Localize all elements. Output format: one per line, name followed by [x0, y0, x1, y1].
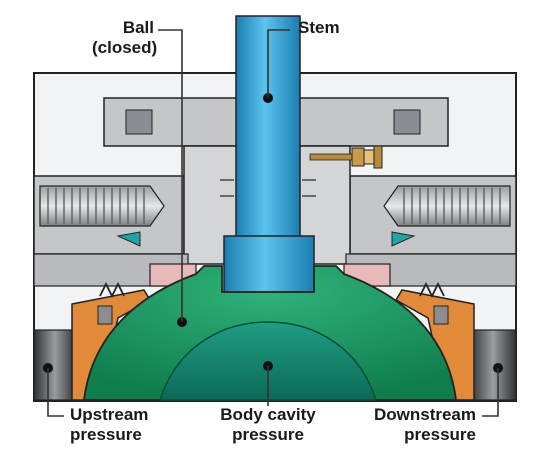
upstream-leader-line [47, 368, 64, 417]
seat-ring-upstream [97, 305, 113, 325]
bonnet-bolt-left [125, 109, 153, 135]
bonnet-bolt-right [393, 109, 421, 135]
cavity-label-line1: Body cavity [220, 405, 316, 424]
downstream-label-line2: pressure [404, 425, 476, 444]
grease-fitting-icon [309, 145, 383, 169]
seal-right [391, 231, 416, 247]
upstream-label-line1: Upstream [70, 405, 149, 424]
cavity-label: Body cavity pressure [208, 405, 328, 445]
stem-label-text: Stem [298, 18, 340, 37]
seal-left [116, 231, 141, 247]
downstream-leader-line [482, 368, 499, 417]
seat-ring-downstream [433, 305, 449, 325]
stem-leader-line [267, 29, 290, 98]
upstream-label: Upstream pressure [70, 405, 148, 445]
bolt-icon [383, 185, 511, 227]
cavity-label-line2: pressure [232, 425, 304, 444]
stem-collar [223, 235, 315, 293]
ball-leader-line [158, 29, 183, 322]
ball-label: Ball (closed) [92, 18, 158, 58]
stem-label: Stem [298, 18, 340, 38]
pipe-bore-downstream [469, 329, 517, 401]
ball-label-line2: (closed) [92, 38, 158, 57]
downstream-label: Downstream pressure [356, 405, 476, 445]
bolt-icon [39, 185, 165, 227]
stem-packing [220, 179, 316, 197]
spring-icon [419, 281, 445, 299]
pipe-bore-upstream [33, 329, 77, 401]
upstream-label-line2: pressure [70, 425, 142, 444]
spring-icon [99, 281, 125, 299]
downstream-label-line1: Downstream [373, 405, 476, 424]
ball-label-line1: Ball [122, 18, 154, 37]
